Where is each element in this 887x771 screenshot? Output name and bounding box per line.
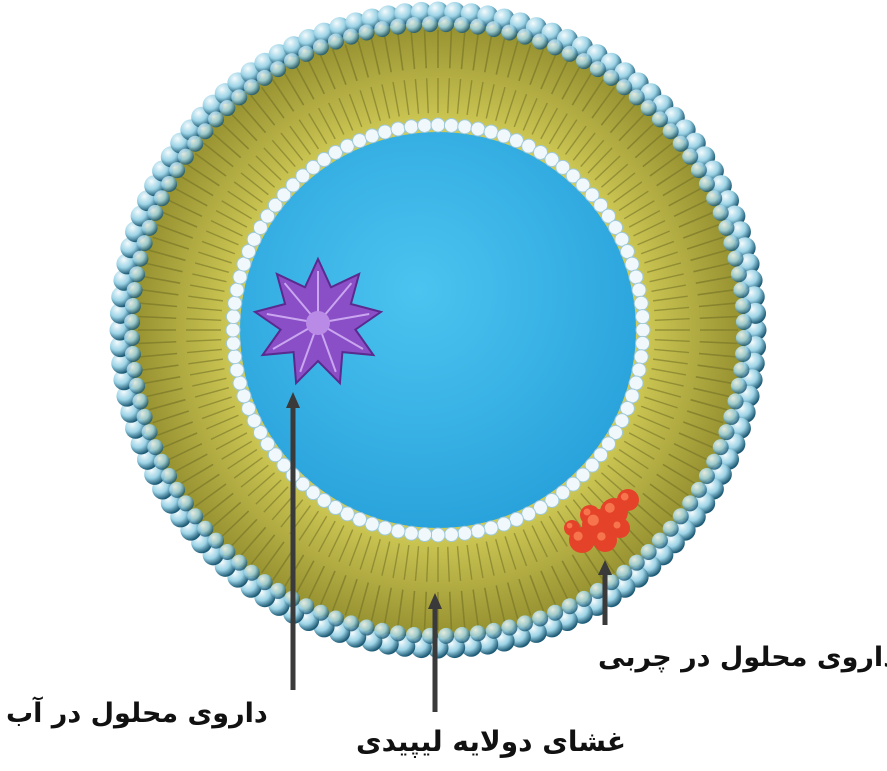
water-soluble-drug-label: داروی محلول در آب	[6, 700, 268, 727]
lipid-bilayer-label: غشای دولایه لیپیدی	[356, 728, 626, 756]
liposome	[110, 2, 767, 659]
fat-soluble-drug-label: داروی محلول در چربی	[598, 644, 887, 671]
